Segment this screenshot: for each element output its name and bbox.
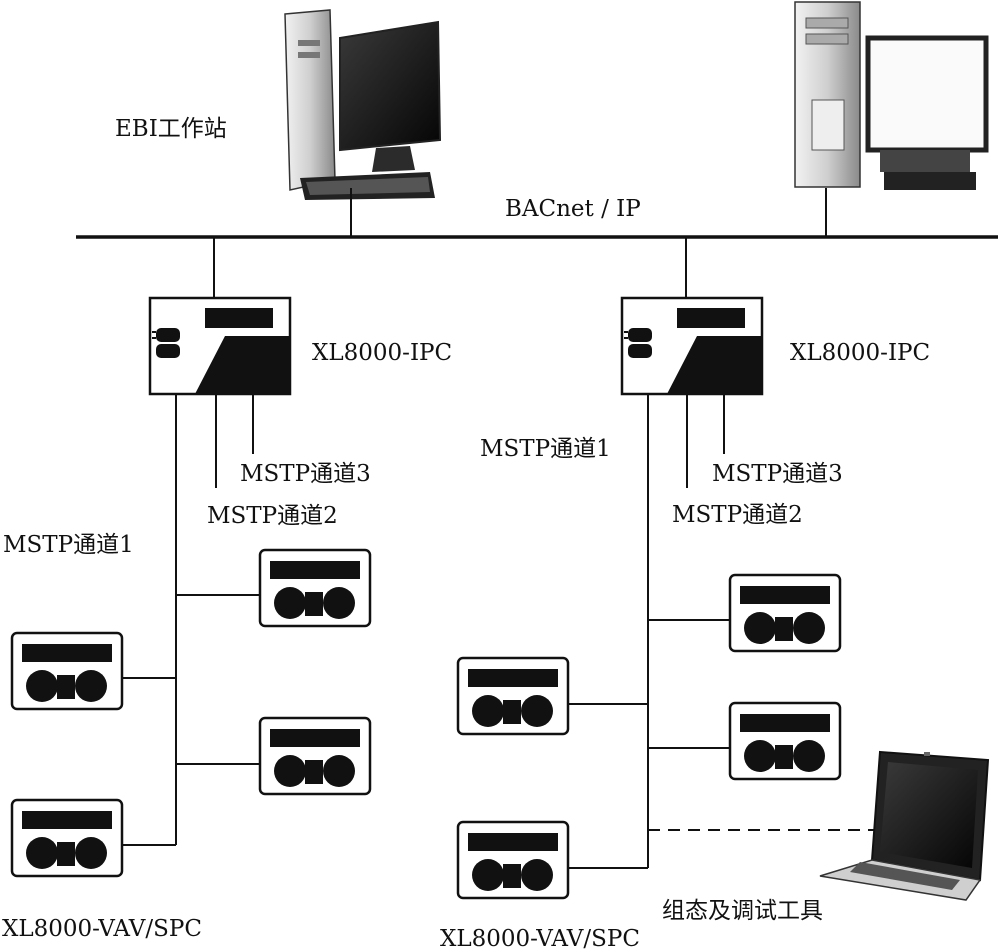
ipc-right-label: XL8000-IPC — [790, 340, 930, 366]
desktop-computer-icon — [284, 9, 442, 200]
vav-controller-icon — [258, 716, 372, 796]
vav-controller-icon — [10, 631, 124, 711]
vav-controller-icon — [258, 548, 372, 628]
vav-controller-icon — [728, 573, 842, 653]
vav-controller-icon — [10, 798, 124, 878]
ipc-controller-icon — [620, 296, 764, 396]
vav-controller-icon — [456, 820, 570, 900]
left-ch2-label: MSTP通道2 — [207, 503, 338, 529]
vav-right-label: XL8000-VAV/SPC — [440, 926, 640, 952]
ipc-controller-icon — [148, 296, 292, 396]
laptop-icon — [819, 750, 990, 901]
right-ch1-label: MSTP通道1 — [480, 436, 611, 462]
vav-left-label: XL8000-VAV/SPC — [2, 916, 202, 942]
server-computer-icon — [794, 1, 989, 190]
right-ch2-label: MSTP通道2 — [672, 502, 803, 528]
tool-label: 组态及调试工具 — [662, 898, 823, 924]
network-label: BACnet / IP — [505, 196, 641, 222]
workstation-label: EBI工作站 — [115, 116, 227, 142]
right-ch3-label: MSTP通道3 — [712, 461, 843, 487]
vav-controller-icon — [728, 701, 842, 781]
ipc-left-label: XL8000-IPC — [312, 340, 452, 366]
left-ch1-label: MSTP通道1 — [3, 532, 134, 558]
vav-controller-icon — [456, 656, 570, 736]
left-ch3-label: MSTP通道3 — [240, 461, 371, 487]
